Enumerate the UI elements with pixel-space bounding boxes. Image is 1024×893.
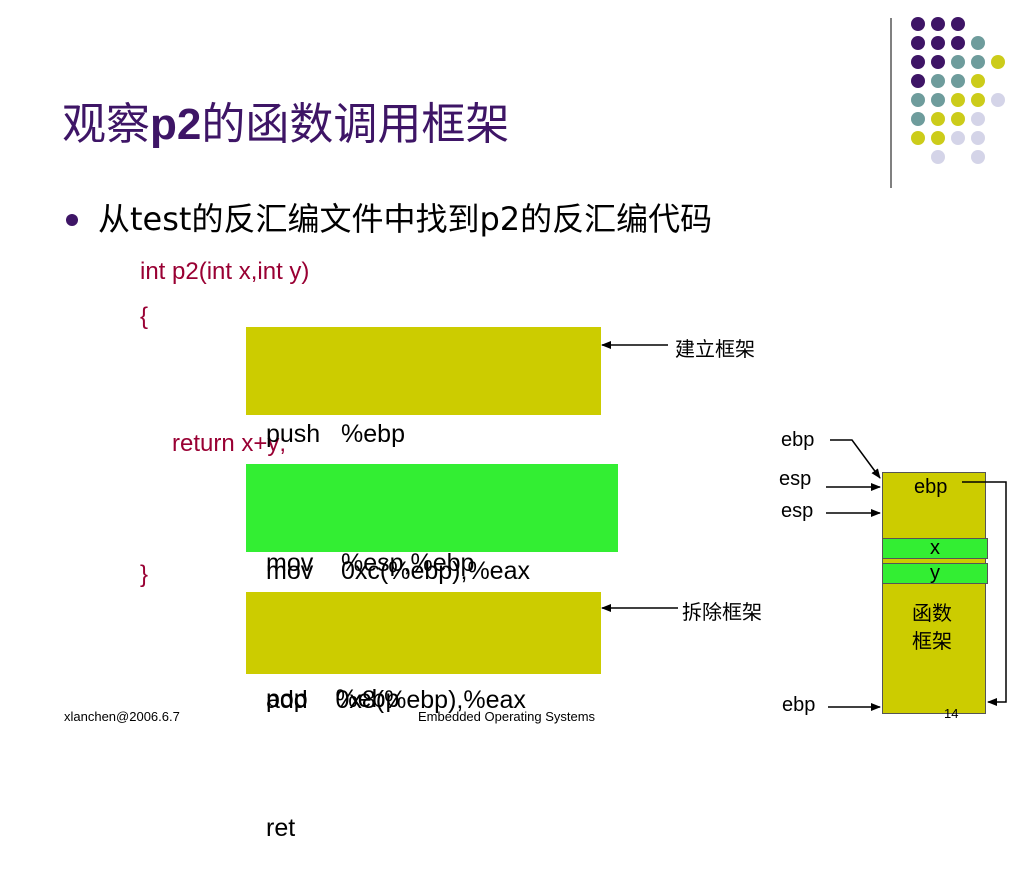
dot [951,74,965,88]
remove-frame-label: 拆除框架 [682,600,762,624]
dot [951,36,965,50]
dot [931,131,945,145]
footer-page-number: 14 [944,706,959,721]
label-esp-2: esp [781,500,814,522]
dot [931,36,945,50]
title-part: 观察 [62,99,150,150]
stack-cell-x: x [882,538,988,559]
dot [931,55,945,69]
build-frame-label: 建立框架 [675,337,755,361]
saved-ebp-link [962,481,1007,706]
dot [971,150,985,164]
label-ebp-top: ebp [781,429,815,451]
code-return: return x+y; [172,430,287,457]
dot [931,112,945,126]
dot [971,93,985,107]
ebp-top-arrow [830,439,881,479]
dot [931,74,945,88]
dot [991,93,1005,107]
slide-title: 观察p2的函数调用框架 [62,88,509,152]
stack-cell-y: y [882,563,988,584]
dot [931,93,945,107]
dot [971,131,985,145]
asm-prologue-box: push %ebp mov %esp,%ebp [246,327,601,577]
asm-line: add 0x8(%ebp),%eax [266,686,526,714]
dot [911,17,925,31]
asm-line: mov %esp,%ebp [266,549,475,577]
dot [971,36,985,50]
bullet-dot-icon [66,214,78,226]
asm-line: push %ebp [266,420,405,448]
asm-line: mov 0xc(%ebp),%eax [266,557,530,585]
stack-cell-ebp: ebp [914,476,948,498]
dot [971,55,985,69]
dot [931,150,945,164]
frame-label-line1: 函数 [912,601,952,625]
dot [951,17,965,31]
dot [951,131,965,145]
dot [911,74,925,88]
dot [971,112,985,126]
dot [951,55,965,69]
dot [911,36,925,50]
asm-body-box: mov 0xc(%ebp),%eax add 0x8(%ebp),%eax [246,464,618,714]
arrow-overlay [601,341,1007,711]
label-ebp-bottom: ebp [782,694,816,716]
asm-epilogue-box: pop %ebp ret [246,592,601,842]
label-esp-1: esp [779,468,812,490]
dot [991,55,1005,69]
dot [911,55,925,69]
asm-line: ret [266,814,296,842]
code-close-brace: } [140,561,149,588]
title-part: p2 [150,100,202,149]
dot [911,93,925,107]
dot [911,131,925,145]
footer-course: Embedded Operating Systems [418,709,596,724]
code-open-brace: { [140,303,149,330]
asm-line: pop %ebp [266,685,400,713]
frame-label-line2: 框架 [912,629,952,653]
footer-author: xlanchen@2006.6.7 [64,709,180,724]
code-signature: int p2(int x,int y) [140,258,310,285]
divider-line [890,18,892,188]
bullet-text: 从test的反汇编文件中找到p2的反汇编代码 [98,200,713,238]
dot [951,93,965,107]
title-part: 的函数调用框架 [201,99,510,150]
dot [971,74,985,88]
dot [951,112,965,126]
stack-frame-block [882,472,986,714]
dot [911,112,925,126]
dot [931,17,945,31]
